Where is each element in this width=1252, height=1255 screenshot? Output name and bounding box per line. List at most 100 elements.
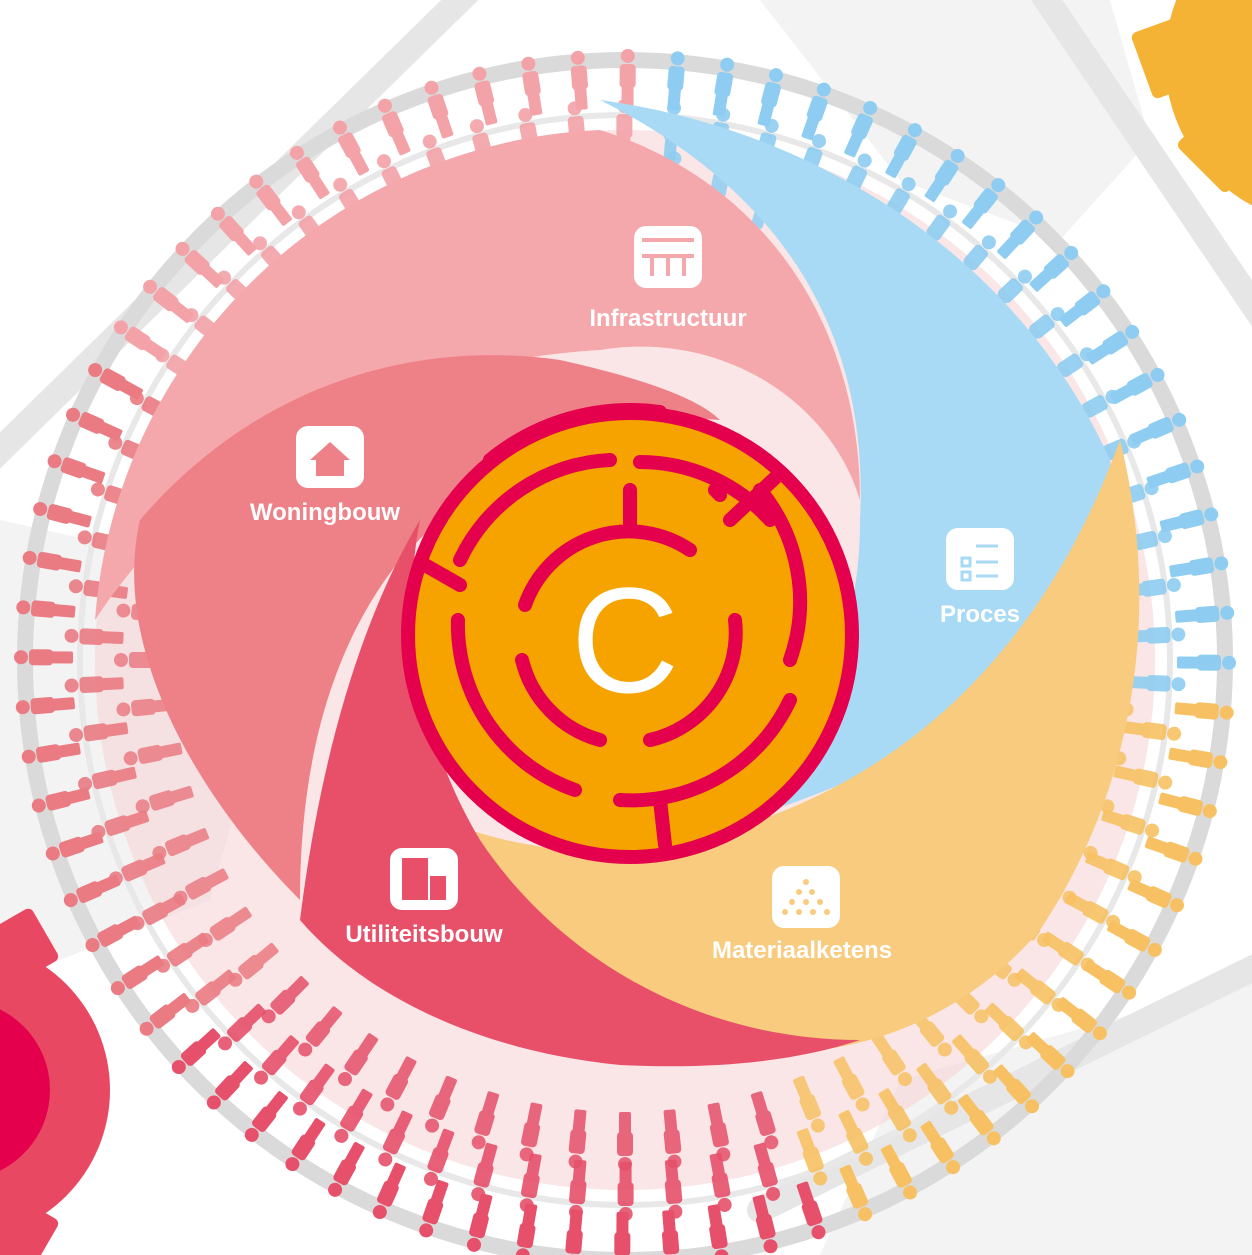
person-figure	[709, 1153, 732, 1212]
person-figure	[21, 742, 81, 764]
person-figure	[171, 1028, 221, 1075]
label-infrastructuur: Infrastructuur	[589, 226, 747, 332]
person-figure	[750, 1091, 779, 1150]
person-figure	[619, 49, 636, 109]
person-figure	[880, 1144, 918, 1200]
person-figure	[471, 1091, 500, 1150]
person-figure	[244, 1091, 288, 1142]
person-figure	[614, 1211, 631, 1255]
label-utiliteitsbouw: Utiliteitsbouw	[345, 848, 503, 948]
person-figure	[793, 1075, 825, 1133]
person-figure	[1129, 412, 1187, 446]
person-figure	[1109, 367, 1165, 405]
person-figure	[471, 1142, 498, 1202]
person-figure	[1101, 809, 1160, 838]
person-figure	[78, 766, 137, 791]
person-figure	[334, 1088, 373, 1143]
person-figure	[878, 1088, 917, 1143]
segment-proces	[600, 100, 1115, 830]
person-figure	[962, 178, 1006, 229]
person-figure	[1113, 765, 1173, 790]
segment-woningbouw	[134, 355, 720, 900]
person-figure	[796, 1128, 828, 1186]
person-figure	[423, 1128, 455, 1186]
person-figure	[1029, 245, 1079, 292]
label-materiaalketens: Materiaalketens	[712, 866, 892, 964]
person-figure	[753, 1142, 781, 1201]
person-figure	[254, 1035, 299, 1085]
person-figure	[1159, 507, 1219, 533]
person-figure	[285, 1118, 326, 1172]
person-figure	[664, 1159, 683, 1219]
person-figure	[85, 915, 141, 953]
person-figure	[139, 993, 191, 1036]
bridge-icon	[642, 238, 694, 276]
person-figure	[757, 68, 784, 127]
person-figure	[1146, 459, 1205, 489]
segment-materiaalketens	[470, 440, 1140, 1050]
person-figure	[45, 831, 104, 861]
person-figure	[47, 454, 106, 484]
checklist-icon	[960, 544, 998, 582]
person-figure	[1085, 851, 1142, 885]
person-figure	[218, 1003, 266, 1051]
person-figure	[289, 145, 330, 200]
person-figure	[113, 320, 167, 361]
person-figure	[521, 56, 543, 116]
person-figure	[920, 1120, 961, 1175]
person-figure	[377, 98, 411, 156]
person-figure	[617, 1161, 634, 1221]
person-figure	[378, 1110, 413, 1167]
person-figure	[519, 1102, 543, 1162]
person-figure	[1122, 721, 1182, 741]
person-figure	[924, 148, 965, 202]
person-figure	[661, 1210, 680, 1255]
person-figure	[380, 1056, 417, 1112]
center-letter: C	[571, 556, 679, 724]
person-figure	[1083, 959, 1137, 1000]
person-figure	[88, 363, 143, 400]
person-figure	[712, 57, 735, 117]
person-figure	[1107, 920, 1162, 957]
person-figure	[22, 550, 82, 573]
person-figure	[1085, 324, 1140, 365]
person-figure	[298, 1006, 343, 1057]
person-figure	[332, 120, 370, 176]
person-figure	[372, 1162, 406, 1219]
person-figure	[424, 80, 454, 139]
person-figure	[466, 1193, 493, 1252]
maze-icon	[418, 403, 808, 852]
person-figure	[425, 1075, 457, 1133]
person-figure	[210, 206, 257, 256]
person-figure	[337, 1033, 379, 1087]
person-figure	[1175, 605, 1235, 624]
granules-icon-tile	[772, 866, 840, 928]
person-figure	[472, 66, 498, 126]
person-figure	[64, 676, 124, 693]
checklist-icon-tile	[946, 528, 1014, 590]
person-figure	[565, 1209, 583, 1255]
person-figure	[66, 407, 123, 441]
person-figure	[958, 1094, 1001, 1146]
person-figure	[1169, 556, 1229, 578]
person-figure	[1176, 654, 1236, 671]
label-text-infrastructuur: Infrastructuur	[589, 305, 746, 332]
person-figure	[916, 1063, 959, 1115]
person-figure	[993, 1064, 1040, 1114]
person-figure	[328, 1142, 365, 1197]
label-text-materiaalketens: Materiaalketens	[712, 937, 892, 964]
person-figure	[143, 279, 194, 323]
person-figure	[1026, 1032, 1075, 1079]
person-figure	[1174, 702, 1234, 720]
person-figure	[871, 1033, 912, 1087]
office-building-icon	[402, 858, 446, 900]
person-figure	[63, 874, 121, 908]
person-figure	[33, 501, 92, 528]
person-figure	[175, 241, 224, 288]
person-figure	[292, 1063, 335, 1116]
person-figure	[16, 600, 76, 618]
person-figure	[707, 1204, 729, 1255]
person-figure	[110, 955, 165, 996]
label-woningbouw: Woningbouw	[250, 426, 400, 526]
